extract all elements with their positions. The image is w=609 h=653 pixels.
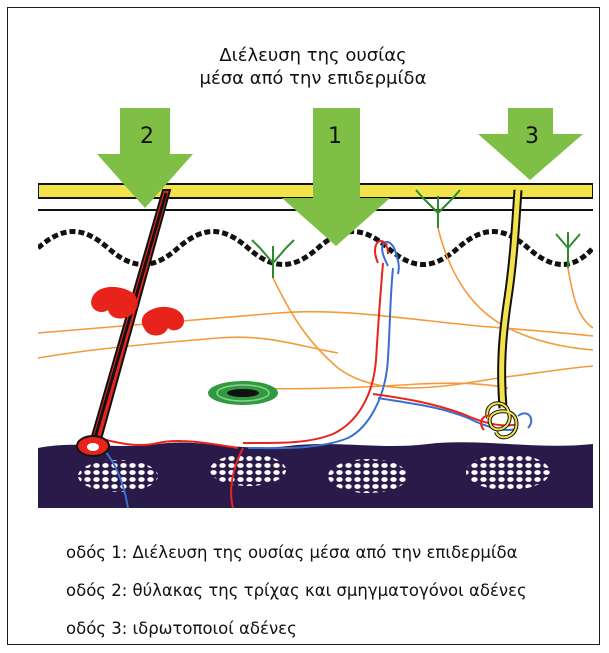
diagram-title-line-1: Διέλευση της ουσίας bbox=[148, 45, 478, 67]
route-1-arrow: 1 bbox=[282, 108, 390, 246]
figure-frame: Διέλευση της ουσίας μέσα από την επιδερμ… bbox=[7, 7, 600, 645]
legend-route-2: οδός 2: θύλακας της τρίχας και σμηγματογ… bbox=[66, 581, 527, 600]
sweat-gland bbox=[481, 190, 531, 437]
route-3-arrow: 3 bbox=[478, 108, 583, 180]
diagram-title-line-2: μέσα από την επιδερμίδα bbox=[148, 68, 478, 90]
route-2-number: 2 bbox=[140, 124, 154, 149]
skin-cross-section-diagram: 2 1 3 bbox=[38, 98, 593, 508]
legend-route-1: οδός 1: Διέλευση της ουσίας μέσα από την… bbox=[66, 543, 517, 562]
legend-route-3: οδός 3: ιδρωτοποιοί αδένες bbox=[66, 619, 297, 638]
route-3-number: 3 bbox=[525, 124, 539, 149]
subcutaneous-fat bbox=[38, 442, 593, 508]
route-1-number: 1 bbox=[328, 124, 342, 149]
pacinian-corpuscle bbox=[208, 381, 278, 405]
